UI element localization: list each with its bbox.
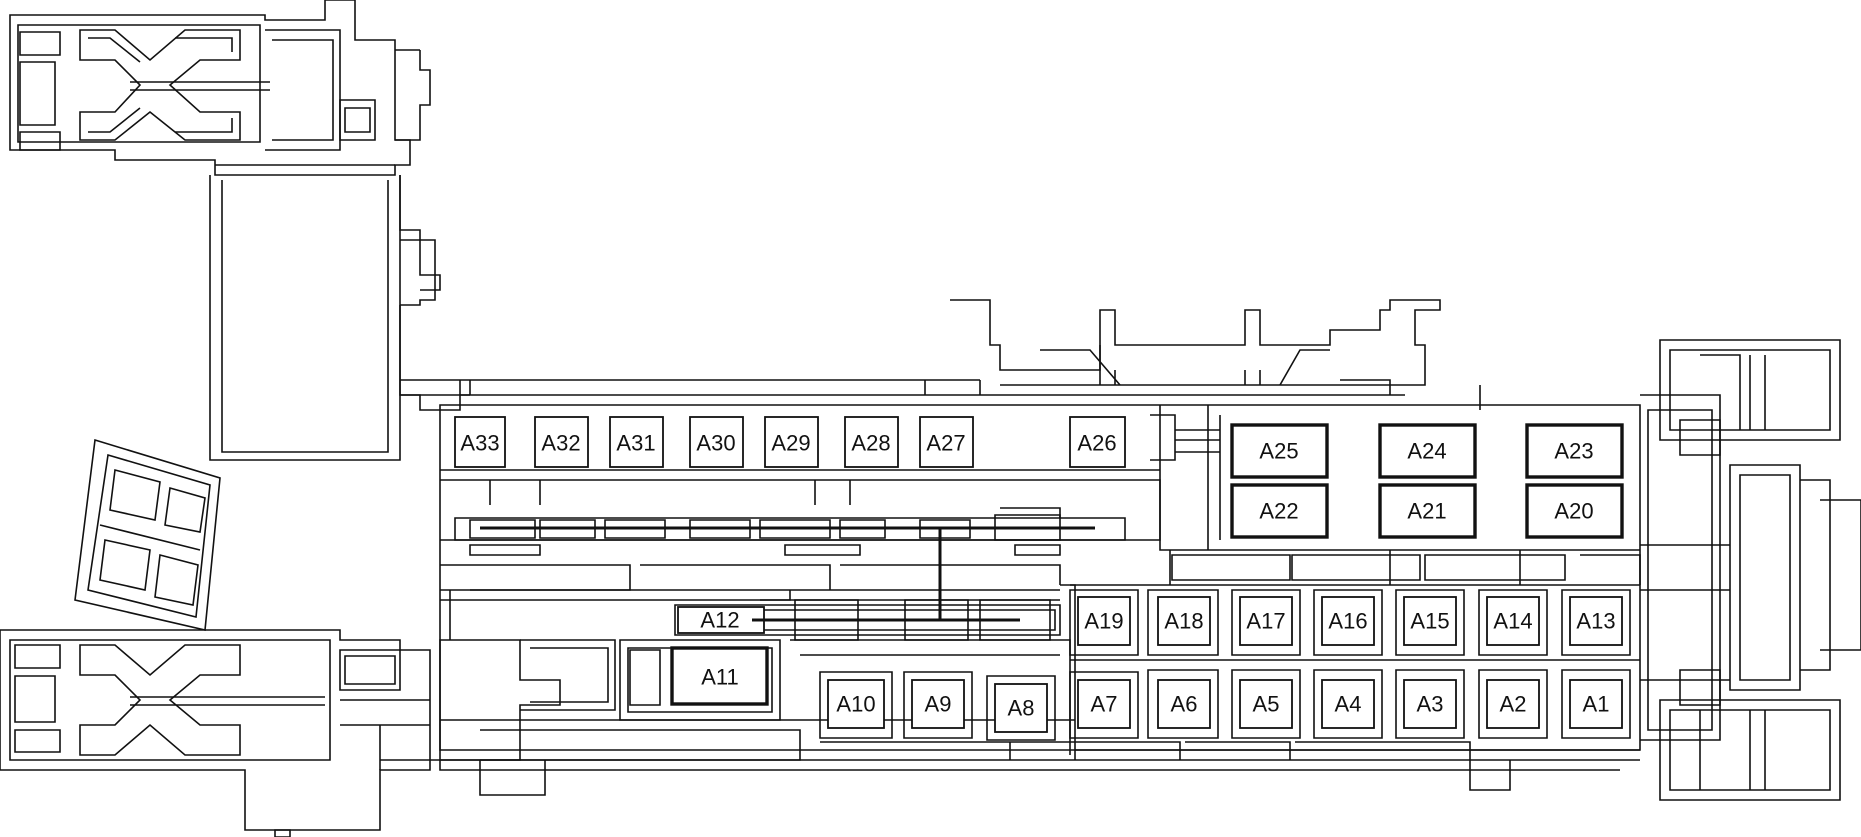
fuse-label-a19: A19 [1084,609,1123,634]
fuse-box-a29 [764,416,819,468]
relay-label-a24: A24 [1407,439,1446,464]
fuse-box-a33 [454,416,506,468]
tilted-connector [74,438,221,631]
fuse-label-a7: A7 [1091,692,1118,717]
fuse-box-a8 [994,683,1048,733]
fuse-box-a16 [1321,596,1375,646]
fuse-label-a30: A30 [696,431,735,456]
fuse-label-a10: A10 [836,692,875,717]
relay-box-a11 [670,646,769,706]
fuse-box-a32 [534,416,589,468]
fuse-label-a13: A13 [1576,609,1615,634]
fuse-box-a27 [919,416,974,468]
fuse-label-a14: A14 [1493,609,1532,634]
fuse-label-a1: A1 [1583,692,1610,717]
fuse-positions: A33 A32 A31 A30 A29 A28 A27 A26 A25 A24 … [454,416,1624,733]
relay-box-a21 [1378,483,1477,539]
fuse-label-a18: A18 [1164,609,1203,634]
fuse-box-a26 [1069,416,1126,468]
fuse-label-a8: A8 [1008,696,1035,721]
fuse-label-a27: A27 [926,431,965,456]
relay-label-a20: A20 [1554,499,1593,524]
fuse-label-a12: A12 [700,608,739,633]
fuse-box-a1 [1569,679,1623,729]
fuse-box-a14 [1486,596,1540,646]
fuse-box-a3 [1403,679,1457,729]
bottom-left-bracket [0,629,431,837]
fuse-box-a28 [844,416,899,468]
fuse-label-a17: A17 [1246,609,1285,634]
fuse-box-a18 [1157,596,1211,646]
fuse-box-a5 [1239,679,1293,729]
fuse-label-a2: A2 [1500,692,1527,717]
top-left-bracket [9,0,431,176]
fuse-box-a10 [827,679,885,729]
fuse-box-a19 [1077,596,1131,646]
fuse-label-a5: A5 [1253,692,1280,717]
fuse-label-a31: A31 [616,431,655,456]
fuse-box-a4 [1321,679,1375,729]
fuse-label-a4: A4 [1335,692,1362,717]
fuse-label-a3: A3 [1417,692,1444,717]
fuse-label-a28: A28 [851,431,890,456]
fuse-box-a9 [911,679,965,729]
fuse-box-a2 [1486,679,1540,729]
right-end-connector [1640,339,1861,801]
fuse-label-a15: A15 [1410,609,1449,634]
fuse-box-a15 [1403,596,1457,646]
relay-box-a22 [1230,483,1329,539]
relay-label-a11: A11 [701,665,739,690]
fuse-box-a30 [689,416,744,468]
fuse-socket-walls [819,589,1631,741]
relay-box-a24 [1378,423,1477,479]
fuse-label-a26: A26 [1077,431,1116,456]
relay-label-a25: A25 [1259,439,1298,464]
fuse-label-a29: A29 [771,431,810,456]
fuse-label-a32: A32 [541,431,580,456]
relay-box-a23 [1525,423,1624,479]
fuse-label-a16: A16 [1328,609,1367,634]
relay-box-a25 [1230,423,1329,479]
fuse-label-a9: A9 [925,692,952,717]
fuse-box-a6 [1157,679,1211,729]
main-housing [380,299,1641,796]
relay-label-a21: A21 [1407,499,1446,524]
vertical-channel [209,164,470,461]
fuse-label-a33: A33 [460,431,499,456]
fuse-box-a31 [609,416,664,468]
relay-box-a20 [1525,483,1624,539]
relay-label-a23: A23 [1554,439,1593,464]
fuse-box-a7 [1077,679,1131,729]
fuse-label-a6: A6 [1171,692,1198,717]
fuse-box-a17 [1239,596,1293,646]
fuse-box-a13 [1569,596,1623,646]
relay-label-a22: A22 [1259,499,1298,524]
